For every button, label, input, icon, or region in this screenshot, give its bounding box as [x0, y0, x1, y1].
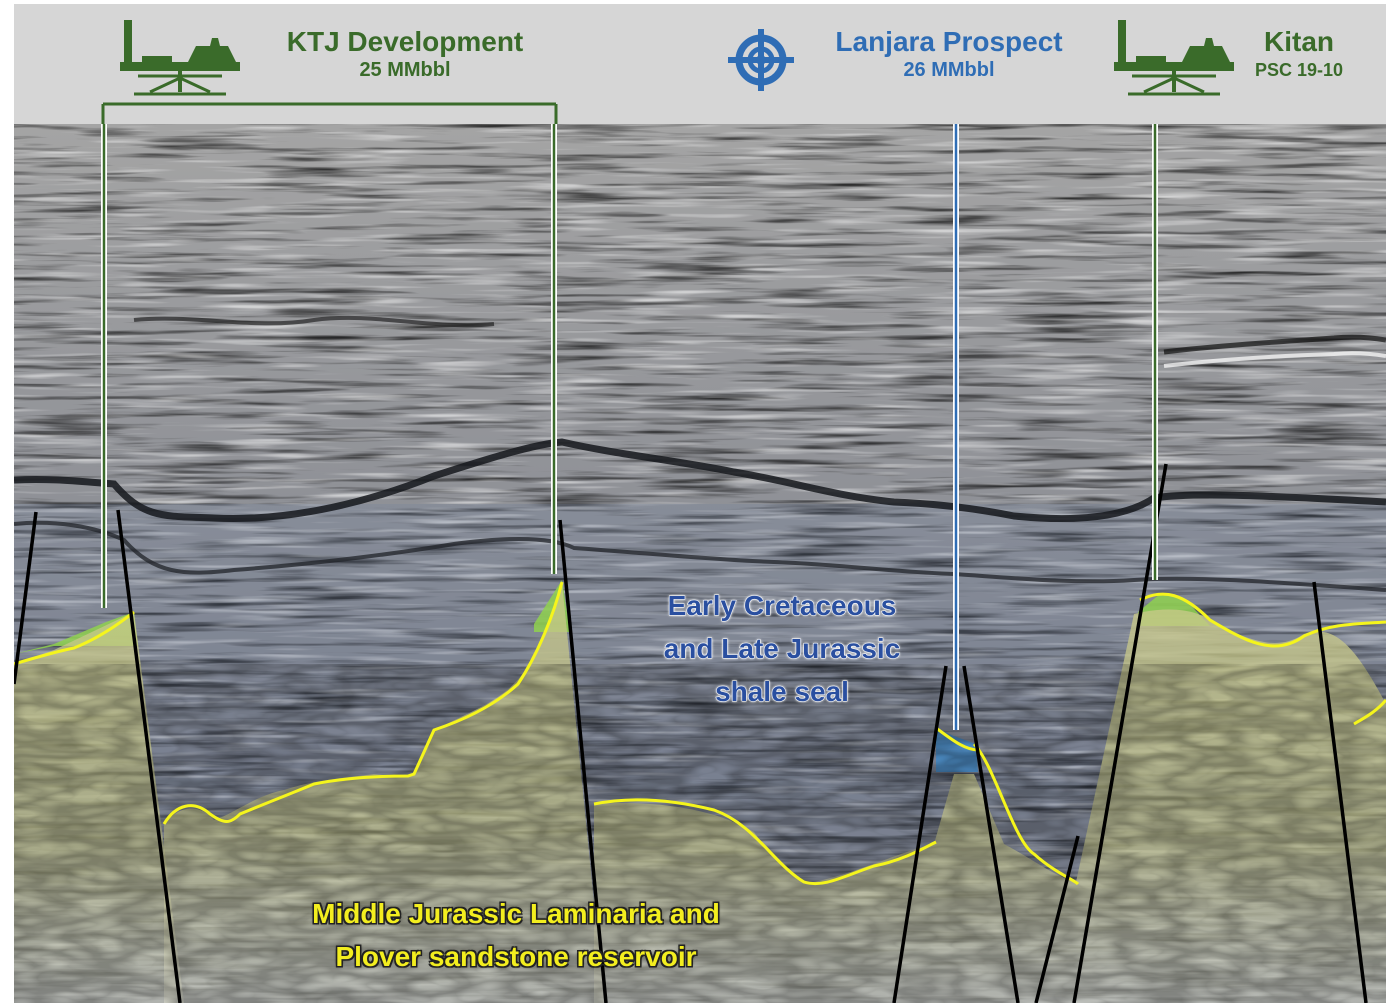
seal-line-1: Early Cretaceous	[667, 590, 897, 622]
ktj-volume: 25 MMbbl	[359, 59, 451, 81]
seal-line-3: shale seal	[715, 676, 850, 708]
lanjara-name: Lanjara Prospect	[835, 26, 1063, 57]
kitan-psc: PSC 19-10	[1254, 60, 1344, 80]
ktj-development-title: KTJ Development 25 MMbbl	[270, 26, 540, 82]
crosshair-target-icon	[728, 29, 794, 91]
fault-lines	[14, 463, 1368, 1003]
shale-seal-label: Early Cretaceous and Late Jurassic shale…	[640, 584, 924, 713]
ktj-name: KTJ Development	[286, 26, 524, 57]
lanjara-volume: 26 MMbbl	[903, 59, 995, 81]
offshore-platform-icon	[120, 20, 240, 96]
kitan-title: Kitan PSC 19-10	[1244, 26, 1354, 82]
ktj-well-bracket	[101, 102, 558, 124]
seal-line-2: and Late Jurassic	[663, 633, 901, 665]
reservoir-label: Middle Jurassic Laminaria and Plover san…	[266, 892, 766, 978]
reservoir-line-2: Plover sandstone reservoir	[335, 941, 697, 972]
reservoir-line-1: Middle Jurassic Laminaria and	[312, 898, 720, 929]
kitan-name: Kitan	[1264, 26, 1334, 57]
offshore-platform-icon	[1114, 20, 1234, 96]
lanjara-prospect-title: Lanjara Prospect 26 MMbbl	[818, 26, 1080, 82]
